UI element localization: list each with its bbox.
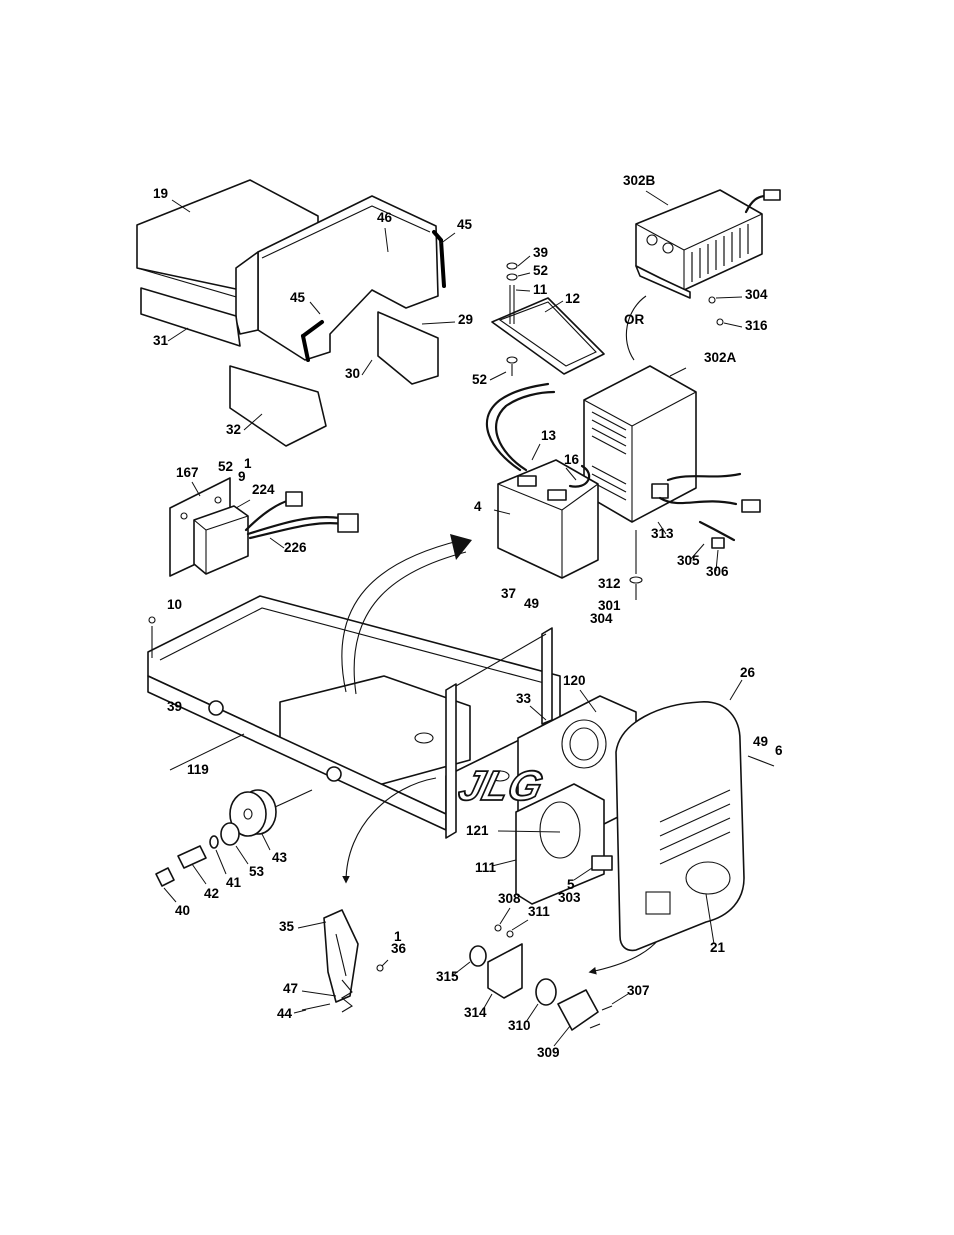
callout-c21: 21 xyxy=(710,940,726,955)
callout-c6: 6 xyxy=(775,743,783,758)
callout-c40: 40 xyxy=(175,903,190,918)
callout-c226: 226 xyxy=(284,540,307,555)
callout-c39b: 39 xyxy=(167,699,182,714)
callout-c224: 224 xyxy=(252,482,275,497)
main-frame xyxy=(147,595,561,839)
callout-c302A: 302A xyxy=(704,350,737,365)
callout-c30: 30 xyxy=(345,366,360,381)
callout-c37: 37 xyxy=(501,586,516,601)
callout-c52b: 52 xyxy=(472,372,487,387)
control-module xyxy=(169,477,359,577)
callout-c301: 301 xyxy=(598,598,621,613)
callout-c311: 311 xyxy=(528,904,550,919)
top-cover-assembly xyxy=(136,179,456,447)
callout-c121: 121 xyxy=(466,823,489,838)
wheel-parts xyxy=(155,789,277,903)
foot-pedal xyxy=(293,909,389,1014)
callout-c304b: 304 xyxy=(590,611,613,626)
callout-c49b: 49 xyxy=(753,734,768,749)
callout-c53: 53 xyxy=(249,864,265,879)
callout-c313: 313 xyxy=(651,526,674,541)
callout-c120: 120 xyxy=(563,673,586,688)
callout-c31: 31 xyxy=(153,333,169,348)
callout-c45a: 45 xyxy=(457,217,473,232)
callout-c1a: 1 xyxy=(244,456,252,471)
front-shroud: JLG xyxy=(453,679,775,952)
callout-c316: 316 xyxy=(745,318,768,333)
charger-302b xyxy=(625,189,781,361)
callout-c9: 9 xyxy=(238,469,246,484)
callout-c304a: 304 xyxy=(745,287,768,302)
callout-c307: 307 xyxy=(627,983,650,998)
callout-c42: 42 xyxy=(204,886,219,901)
charger-302a xyxy=(583,365,761,600)
callout-c39a: 39 xyxy=(533,245,548,260)
callout-c312: 312 xyxy=(598,576,621,591)
callout-c45b: 45 xyxy=(290,290,306,305)
callout-c308: 308 xyxy=(498,891,521,906)
callout-c29: 29 xyxy=(458,312,473,327)
callout-c49a: 49 xyxy=(524,596,539,611)
battery xyxy=(485,382,599,579)
callout-c19: 19 xyxy=(153,186,168,201)
callout-c4: 4 xyxy=(474,499,482,514)
callout-c52c: 52 xyxy=(218,459,233,474)
battery-tray xyxy=(489,255,605,381)
rear-panels xyxy=(491,689,637,905)
callout-c310: 310 xyxy=(508,1018,531,1033)
callout-c26: 26 xyxy=(740,665,756,680)
brand-logo: JLG xyxy=(454,763,547,810)
callout-c41: 41 xyxy=(226,875,242,890)
callout-c11: 11 xyxy=(533,282,548,297)
callout-cOR: OR xyxy=(624,312,645,327)
callout-c32: 32 xyxy=(226,422,241,437)
callout-c13: 13 xyxy=(541,428,557,443)
callout-c47: 47 xyxy=(283,981,298,996)
callout-c303: 303 xyxy=(558,890,581,905)
callout-c43: 43 xyxy=(272,850,288,865)
callout-c309: 309 xyxy=(537,1045,560,1060)
callout-c10: 10 xyxy=(167,597,182,612)
callout-c119: 119 xyxy=(187,762,209,777)
callout-c5: 5 xyxy=(567,877,575,892)
callout-c305: 305 xyxy=(677,553,700,568)
callout-c1b: 1 xyxy=(394,929,402,944)
callout-c314: 314 xyxy=(464,1005,487,1020)
callout-c36: 36 xyxy=(391,941,407,956)
callout-c46: 46 xyxy=(377,210,393,225)
callout-c52a: 52 xyxy=(533,263,548,278)
callout-c33: 33 xyxy=(516,691,532,706)
callout-c44: 44 xyxy=(277,1006,293,1021)
callout-c167: 167 xyxy=(176,465,199,480)
callout-c111: 111 xyxy=(475,860,497,875)
callout-c315: 315 xyxy=(436,969,459,984)
charge-port-parts xyxy=(451,855,629,1047)
callout-c35: 35 xyxy=(279,919,295,934)
callout-c12: 12 xyxy=(565,291,580,306)
callout-c16: 16 xyxy=(564,452,580,467)
assembly-arrows xyxy=(247,534,669,975)
callout-c306: 306 xyxy=(706,564,729,579)
callout-c302B: 302B xyxy=(623,173,656,188)
